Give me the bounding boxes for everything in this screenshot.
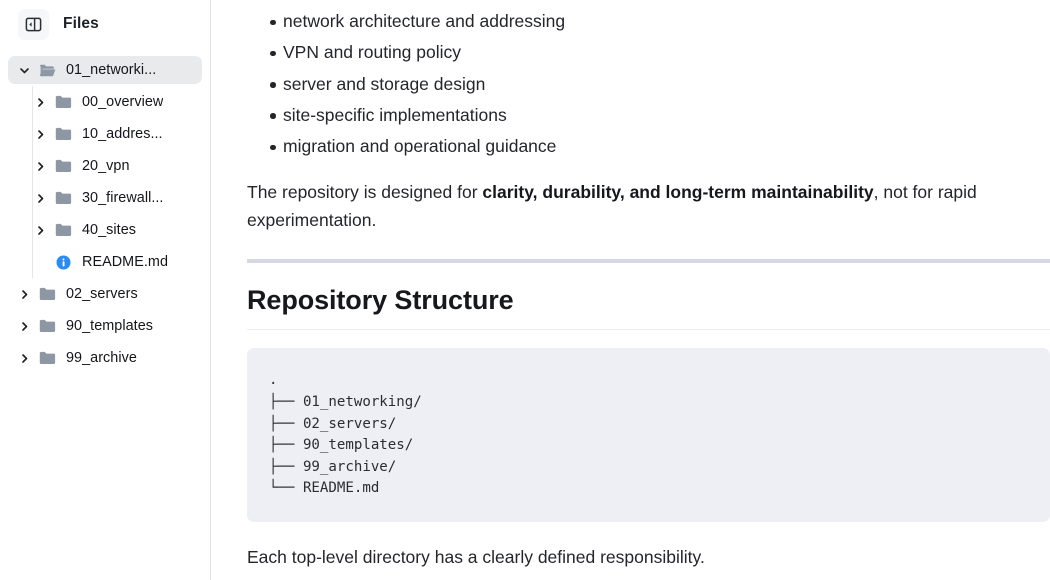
folder-open-icon [38,61,57,80]
tree-item-label: 99_archive [66,350,137,366]
tree-item-02-servers[interactable]: 02_servers [8,280,202,308]
section-heading-repository-structure: Repository Structure [247,285,514,316]
tree-item-label: 40_sites [82,222,136,238]
intro-paragraph-lead: The repository is designed for [247,182,483,203]
tree-item-label: 90_templates [66,318,153,334]
section-divider-top [247,259,1050,264]
chevron-right-icon[interactable] [16,286,33,303]
folder-icon [38,317,57,336]
chevron-right-icon[interactable] [16,350,33,367]
intro-paragraph: The repository is designed for clarity, … [247,178,1037,234]
bullet-item: network architecture and addressing [247,6,1050,37]
chevron-right-icon[interactable] [16,318,33,335]
tree-item-90-templates[interactable]: 90_templates [8,312,202,340]
tree-item-label: 20_vpn [82,158,130,174]
folder-icon [54,221,73,240]
tree-item-99-archive[interactable]: 99_archive [8,344,202,372]
chevron-down-icon[interactable] [16,62,33,79]
tree-item-00-overview[interactable]: 00_overview [8,88,202,116]
chevron-right-icon[interactable] [32,94,49,111]
folder-icon [54,157,73,176]
tree-item-label: 00_overview [82,94,164,110]
folder-icon [38,349,57,368]
bullet-item: VPN and routing policy [247,37,1050,68]
heading-underline [247,329,1050,331]
tree-item-30-firewall[interactable]: 30_firewall... [8,184,202,212]
intro-paragraph-emphasis: clarity, durability, and long-term maint… [482,182,874,203]
tree-item-label: README.md [82,254,169,270]
panel-collapse-icon[interactable] [18,8,49,40]
closing-paragraph: Each top-level directory has a clearly d… [247,547,705,568]
tree-item-readme-md[interactable]: README.md [8,248,202,276]
folder-icon [54,93,73,112]
chevron-right-icon[interactable] [32,158,49,175]
bullet-item: server and storage design [247,69,1050,100]
folder-icon [54,189,73,208]
chevron-right-icon[interactable] [32,126,49,143]
bullet-item: migration and operational guidance [247,131,1050,162]
tree-item-01-networki[interactable]: 01_networki... [8,56,202,84]
tree-item-label: 10_addres... [82,126,163,142]
tree-item-label: 30_firewall... [82,190,164,206]
tree-item-10-addres[interactable]: 10_addres... [8,120,202,148]
tree-item-label: 01_networki... [66,62,157,78]
tree-indent-guide [32,86,33,278]
tree-item-label: 02_servers [66,286,138,302]
intro-paragraph-tail: , not for rapid experimentation. [247,182,977,231]
folder-icon [38,285,57,304]
bullet-item: site-specific implementations [247,100,1050,131]
chevron-right-icon[interactable] [32,222,49,239]
file-explorer-sidebar: Files 01_networki... 00_overview 10_addres… [0,0,211,580]
sidebar-title: Files [63,15,99,32]
chevron-right-icon[interactable] [32,190,49,207]
tree-item-20-vpn[interactable]: 20_vpn [8,152,202,180]
info-file-icon [54,253,73,272]
folder-icon [54,125,73,144]
tree-item-40-sites[interactable]: 40_sites [8,216,202,244]
sidebar-header: Files [0,0,210,48]
file-tree: 01_networki... 00_overview 10_addres... 20_… [0,48,210,372]
repository-tree-code-block: . ├── 01_networking/ ├── 02_servers/ ├──… [247,348,1050,523]
